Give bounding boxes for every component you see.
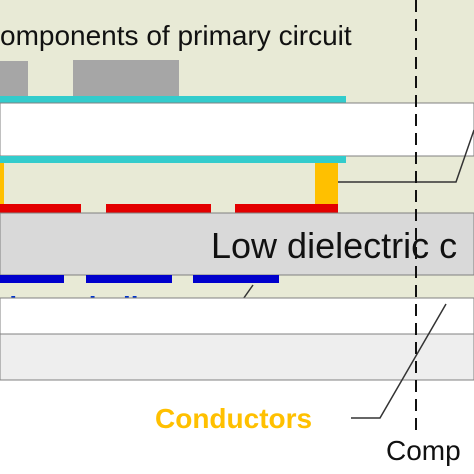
middle-cyan-layer — [0, 156, 346, 163]
top-cyan-layer — [0, 96, 346, 103]
lower-insulation-layer — [0, 297, 474, 335]
bottom-substrate-layer — [0, 333, 474, 381]
conductor-via-right — [315, 163, 338, 206]
low-dielectric-layer — [0, 212, 474, 276]
via-leader — [338, 129, 474, 183]
primary-winding — [106, 204, 211, 213]
comp-label: Comp — [386, 435, 461, 466]
primary-components-label: omponents of primary circuit — [0, 20, 352, 51]
primary-component-block — [73, 60, 179, 97]
conductors-label: Conductors — [155, 403, 312, 434]
low-dielectric-label: Low dielectric c — [211, 225, 457, 266]
conductor-via-left — [0, 163, 4, 206]
primary-component-block — [0, 61, 28, 97]
secondary-winding — [193, 275, 279, 283]
secondary-winding — [86, 275, 172, 283]
secondary-winding — [0, 275, 64, 283]
conductors-leader — [351, 303, 447, 419]
primary-winding — [0, 204, 81, 213]
upper-insulation-layer — [0, 102, 474, 157]
primary-winding — [235, 204, 338, 213]
